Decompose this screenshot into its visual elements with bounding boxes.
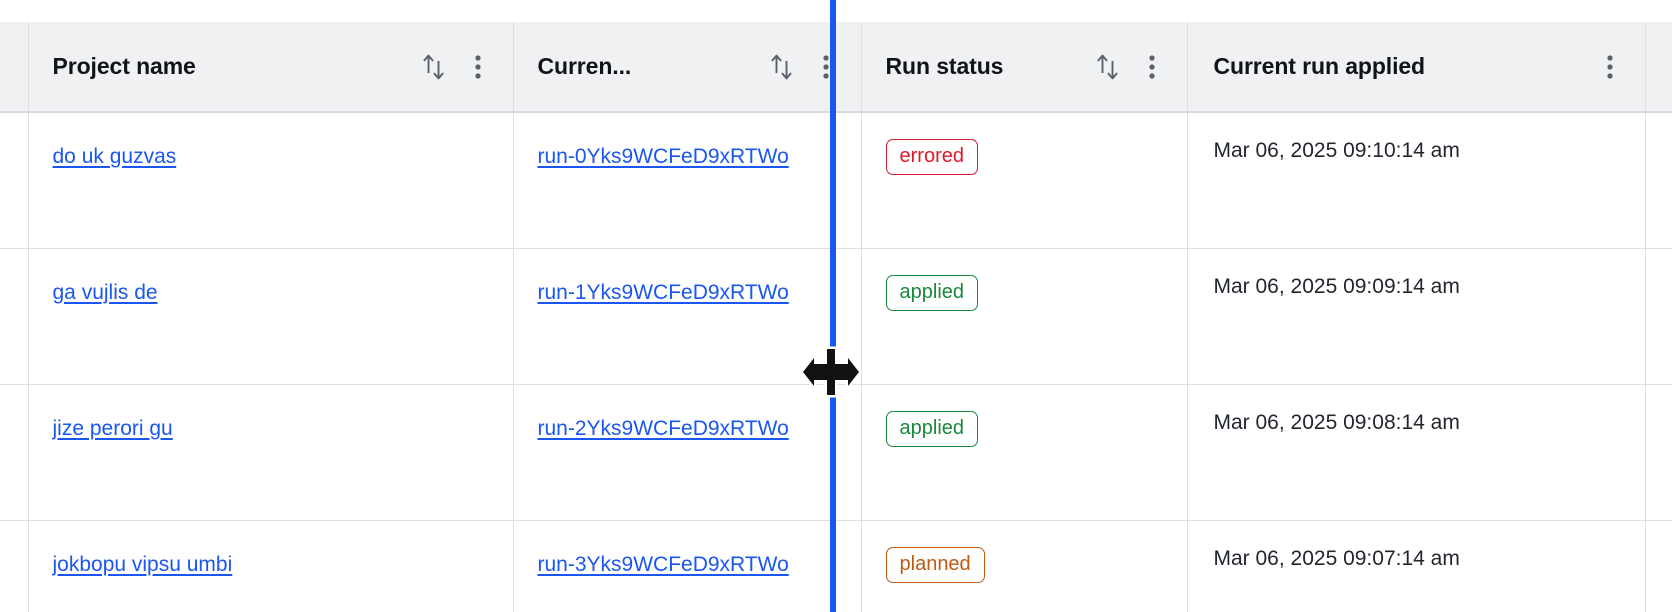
row-select-cell[interactable]	[0, 112, 29, 249]
column-header-label-current-run-applied: Current run applied	[1213, 53, 1426, 79]
cell-current-run-applied: Mar 06, 2025 09:07:14 am	[1187, 520, 1646, 612]
status-badge: planned	[885, 546, 985, 583]
table-row[interactable]: do uk guzvas run-0Yks9WCFeD9xRTWo errore…	[0, 112, 1672, 249]
kebab-menu-icon-run-status[interactable]	[1135, 50, 1169, 84]
project-name-link[interactable]: jize perori gu	[52, 416, 173, 440]
current-run-link[interactable]: run-1Yks9WCFeD9xRTWo	[537, 280, 789, 304]
status-badge: applied	[885, 410, 979, 447]
current-run-link[interactable]: run-0Yks9WCFeD9xRTWo	[537, 145, 789, 168]
cell-run-status: applied	[861, 248, 1188, 385]
table-body: do uk guzvas run-0Yks9WCFeD9xRTWo errore…	[0, 112, 1672, 612]
column-header-next-column[interactable]: V	[1645, 22, 1672, 113]
cell-project-name: jokbopu vipsu umbi	[28, 520, 514, 612]
column-header-label-current-run: Curren...	[537, 53, 632, 79]
project-name-link[interactable]: ga vujlis de	[52, 280, 158, 304]
table-header-row: Project name	[0, 22, 1672, 113]
status-badge: errored	[885, 139, 978, 175]
cell-project-name: jize perori gu	[28, 384, 514, 521]
column-header-label-project-name: Project name	[52, 53, 196, 79]
row-select-cell[interactable]	[0, 248, 29, 385]
cell-current-run-applied: Mar 06, 2025 09:08:14 am	[1187, 384, 1646, 521]
sort-arrows-icon-project-name[interactable]	[417, 50, 451, 84]
cell-run-status: planned	[861, 520, 1188, 612]
kebab-menu-icon-current-run-applied[interactable]	[1593, 50, 1627, 84]
projects-table: Project name	[0, 22, 1672, 612]
column-header-project-name[interactable]: Project name	[28, 22, 514, 113]
project-name-link[interactable]: jokbopu vipsu umbi	[52, 552, 233, 576]
kebab-menu-icon-current-run[interactable]	[809, 50, 843, 84]
cell-next-column: e	[1645, 248, 1672, 385]
column-header-current-run-applied[interactable]: Current run applied	[1187, 22, 1646, 113]
cell-run-status: errored	[861, 112, 1188, 249]
cell-next-column: e	[1645, 112, 1672, 249]
sort-arrows-icon-current-run[interactable]	[765, 50, 799, 84]
column-header-select[interactable]	[0, 22, 29, 113]
current-run-link[interactable]: run-2Yks9WCFeD9xRTWo	[537, 416, 789, 440]
column-header-label-run-status: Run status	[885, 53, 1004, 79]
cell-run-status: applied	[861, 384, 1188, 521]
table-header: Project name	[0, 22, 1672, 113]
cell-current-run: run-3Yks9WCFeD9xRTWo	[513, 520, 862, 612]
cell-current-run-applied: Mar 06, 2025 09:09:14 am	[1187, 248, 1646, 385]
current-run-link[interactable]: run-3Yks9WCFeD9xRTWo	[537, 552, 789, 576]
table-scroll-container[interactable]: Project name	[0, 22, 1672, 612]
row-select-cell[interactable]	[0, 520, 29, 612]
sort-arrows-icon-run-status[interactable]	[1091, 50, 1125, 84]
page-top-whitespace	[0, 0, 1672, 22]
cell-current-run: run-1Yks9WCFeD9xRTWo	[513, 248, 862, 385]
cell-current-run-applied: Mar 06, 2025 09:10:14 am	[1187, 112, 1646, 249]
table-row[interactable]: jize perori gu run-2Yks9WCFeD9xRTWo appl…	[0, 384, 1672, 521]
cell-next-column: e	[1645, 384, 1672, 521]
kebab-menu-icon-project-name[interactable]	[461, 50, 495, 84]
cell-current-run: run-0Yks9WCFeD9xRTWo	[513, 112, 862, 249]
table-row[interactable]: ga vujlis de run-1Yks9WCFeD9xRTWo applie…	[0, 248, 1672, 385]
status-badge: applied	[885, 274, 979, 311]
cell-current-run: run-2Yks9WCFeD9xRTWo	[513, 384, 862, 521]
cell-next-column: e	[1645, 520, 1672, 612]
column-header-run-status[interactable]: Run status	[861, 22, 1188, 113]
cell-project-name: do uk guzvas	[28, 112, 514, 249]
project-name-link[interactable]: do uk guzvas	[52, 145, 177, 168]
column-header-current-run[interactable]: Curren...	[513, 22, 862, 113]
cell-project-name: ga vujlis de	[28, 248, 514, 385]
table-row[interactable]: jokbopu vipsu umbi run-3Yks9WCFeD9xRTWo …	[0, 520, 1672, 612]
row-select-cell[interactable]	[0, 384, 29, 521]
